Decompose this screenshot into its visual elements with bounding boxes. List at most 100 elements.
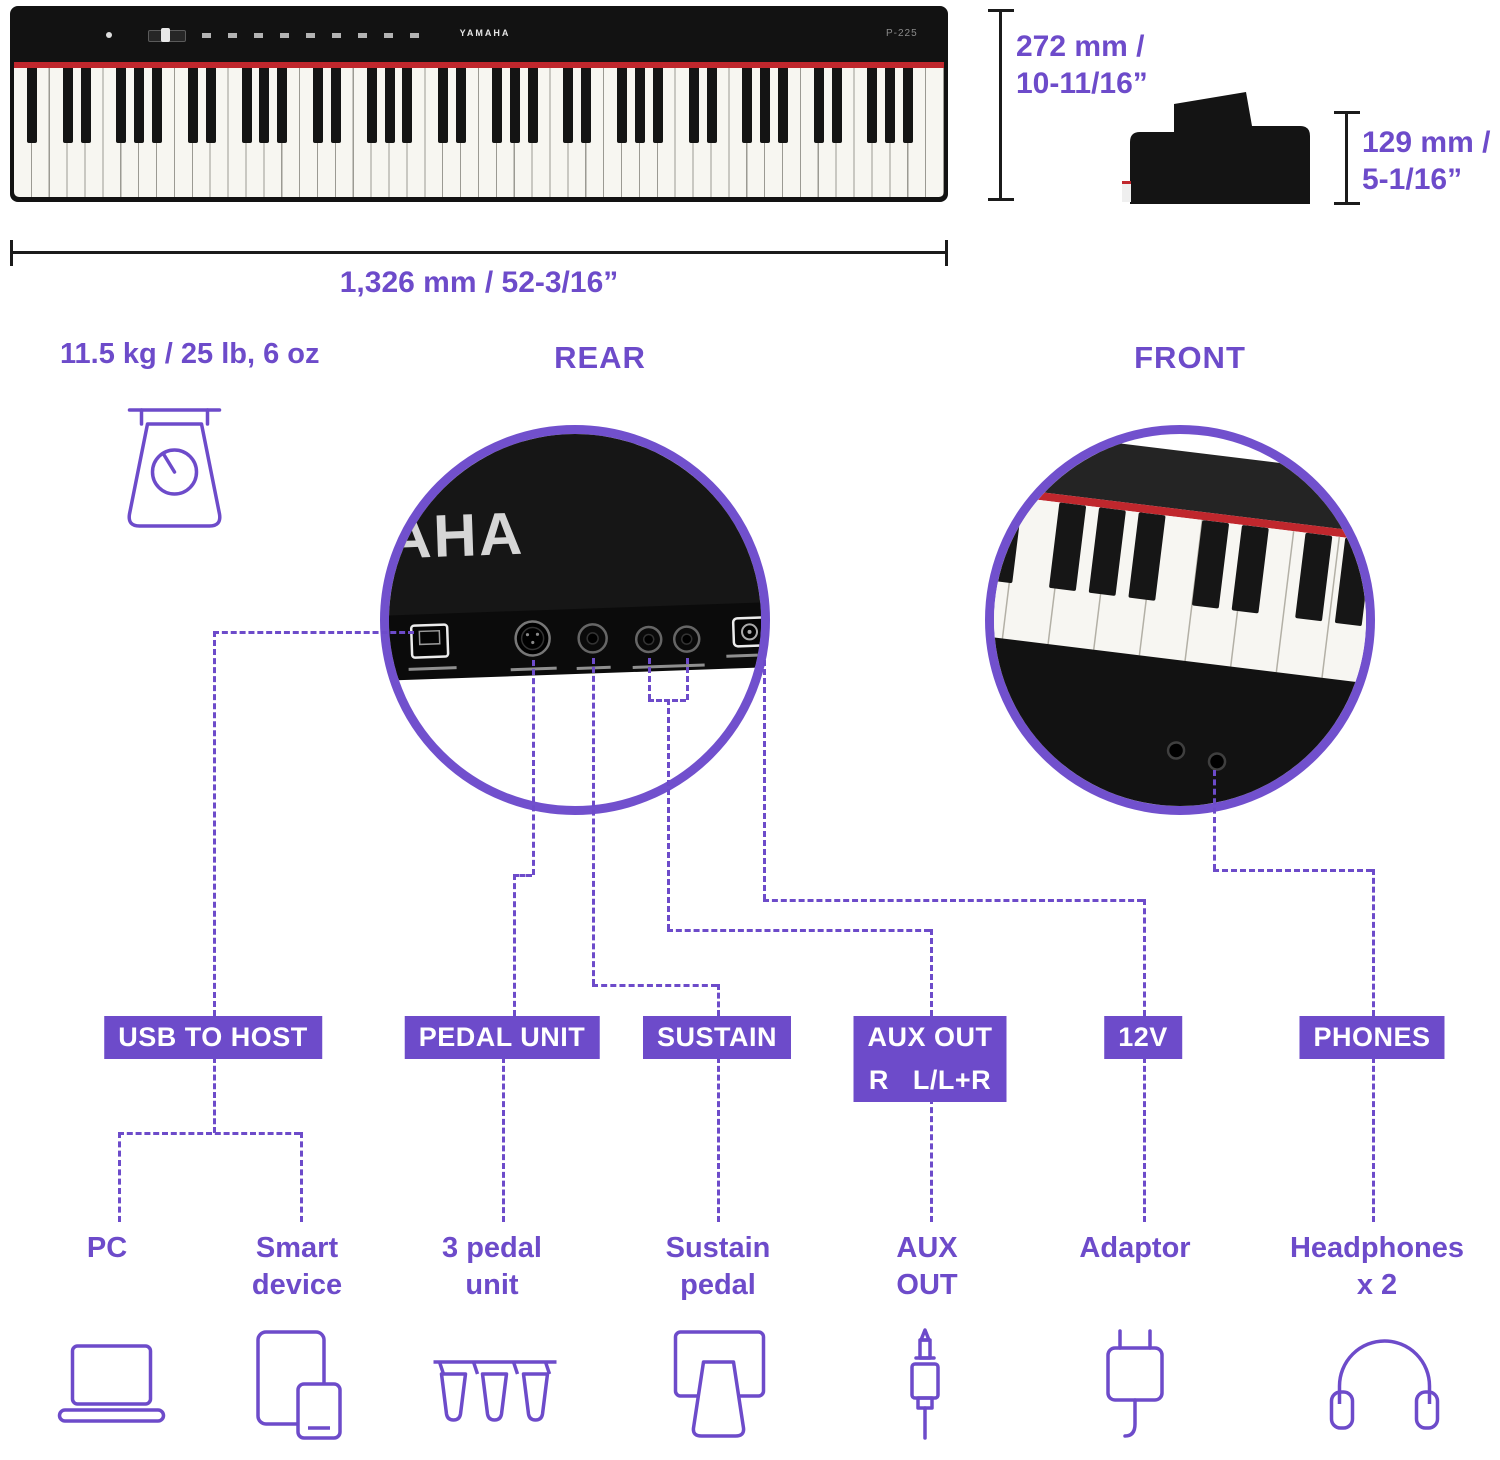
front-view-circle xyxy=(985,425,1375,815)
connector-line xyxy=(686,658,689,700)
connector-line xyxy=(118,1132,121,1222)
black-key xyxy=(62,68,73,143)
connector-line xyxy=(667,929,930,932)
connector-line xyxy=(763,660,766,900)
black-key xyxy=(563,68,574,143)
scale-icon xyxy=(127,408,222,528)
black-key xyxy=(885,68,896,143)
black-key xyxy=(778,68,789,143)
black-key xyxy=(313,68,324,143)
connector-line xyxy=(1372,869,1375,1016)
pedal-unit-icon xyxy=(433,1360,557,1422)
badge-phones: PHONES xyxy=(1299,1016,1445,1059)
black-key xyxy=(617,68,628,143)
headphones-icon xyxy=(1329,1339,1440,1430)
panel-buttons-icon xyxy=(202,33,434,38)
rear-panel-detail: AHA xyxy=(389,434,761,681)
connector-line xyxy=(592,984,717,987)
black-key xyxy=(456,68,467,143)
black-key xyxy=(241,68,252,143)
badge-usb-to-host: USB TO HOST xyxy=(104,1016,322,1059)
height-dim-line xyxy=(999,10,1002,200)
black-key xyxy=(903,68,914,143)
black-key xyxy=(402,68,413,143)
black-key xyxy=(581,68,592,143)
adaptor-icon xyxy=(1106,1329,1164,1438)
rear-view-title: REAR xyxy=(554,340,646,375)
depth-dim-line xyxy=(1345,112,1348,204)
badge-12v: 12V xyxy=(1104,1016,1182,1059)
yamaha-logo: YAMAHA xyxy=(459,28,511,38)
black-key xyxy=(187,68,198,143)
black-key xyxy=(867,68,878,143)
black-key xyxy=(205,68,216,143)
phones-jack-icon xyxy=(1207,752,1227,771)
usb-port-icon xyxy=(409,623,450,659)
width-dim-line xyxy=(10,251,948,254)
tablet-phone-icon xyxy=(256,1330,342,1440)
black-key xyxy=(438,68,449,143)
height-dim-label: 272 mm / 10-11/16” xyxy=(1016,30,1148,100)
weight-label: 11.5 kg / 25 lb, 6 oz xyxy=(60,338,320,370)
rear-logo-text: AHA xyxy=(389,500,525,572)
din-port-icon xyxy=(514,620,551,657)
piano-top-view: YAMAHA P-225 xyxy=(10,6,948,202)
connector-line xyxy=(717,1057,720,1222)
black-key xyxy=(760,68,771,143)
width-dim-label: 1,326 mm / 52-3/16” xyxy=(339,266,619,299)
front-keys-detail xyxy=(994,434,1366,806)
black-key xyxy=(259,68,270,143)
black-key xyxy=(706,68,717,143)
height-dim-tick xyxy=(988,9,1014,12)
model-label: P-225 xyxy=(886,28,918,39)
badge-sustain: SUSTAIN xyxy=(642,1016,792,1059)
control-panel: YAMAHA P-225 xyxy=(10,6,948,62)
black-key xyxy=(813,68,824,143)
connector-line xyxy=(213,1057,216,1133)
phones-jack-icon xyxy=(1166,741,1186,760)
connector-line xyxy=(1143,899,1146,1016)
black-key xyxy=(134,68,145,143)
volume-slider-icon xyxy=(148,28,186,42)
connector-line xyxy=(592,658,595,985)
connector-line xyxy=(213,631,216,1016)
black-key xyxy=(742,68,753,143)
connector-line xyxy=(1213,770,1216,870)
black-key xyxy=(634,68,645,143)
black-key xyxy=(688,68,699,143)
black-key xyxy=(384,68,395,143)
depth-dim-tick xyxy=(1334,111,1360,114)
width-dim-tick xyxy=(10,240,13,266)
connector-line xyxy=(513,874,516,1016)
black-key xyxy=(330,68,341,143)
target-pc: PC xyxy=(86,1232,128,1264)
depth-dim-tick xyxy=(1334,202,1360,205)
connector-line xyxy=(513,874,532,877)
target-adaptor: Adaptor xyxy=(1079,1232,1191,1264)
connector-line xyxy=(763,899,1143,902)
black-key xyxy=(652,68,663,143)
connector-line xyxy=(930,929,933,1016)
width-dim-tick xyxy=(945,240,948,266)
black-key xyxy=(831,68,842,143)
connector-line xyxy=(1143,1057,1146,1222)
connector-line xyxy=(1372,1057,1375,1222)
badge-pedal-unit: PEDAL UNIT xyxy=(404,1016,600,1059)
connector-line xyxy=(1213,869,1372,872)
black-key xyxy=(509,68,520,143)
connector-line xyxy=(717,984,720,1016)
power-led-icon xyxy=(106,32,112,38)
connector-line xyxy=(300,1132,303,1222)
black-key xyxy=(366,68,377,143)
height-dim-tick xyxy=(988,198,1014,201)
black-key xyxy=(277,68,288,143)
connector-line xyxy=(667,699,670,930)
sustain-pedal-icon xyxy=(673,1330,766,1438)
